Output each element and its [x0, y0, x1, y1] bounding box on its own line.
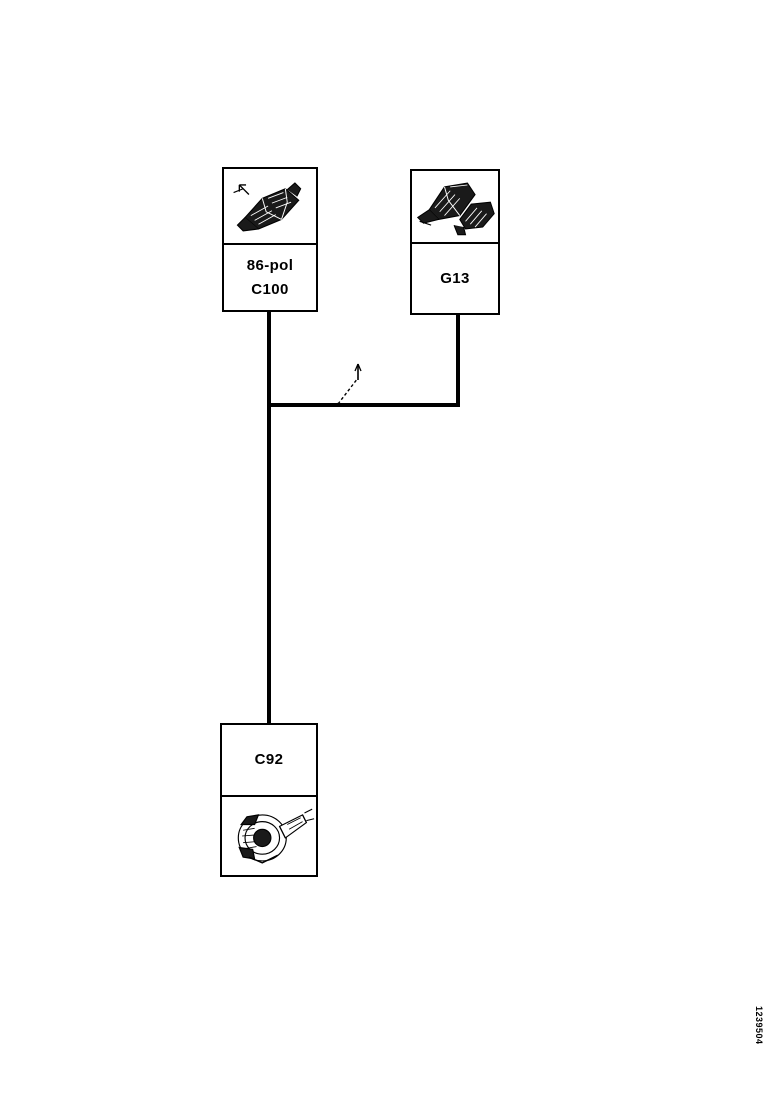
connector-node-c100[interactable]: 86-pol C100: [222, 167, 318, 312]
dual-connector-pair-icon: [416, 182, 495, 236]
leader-arrow-annotation: [336, 363, 362, 406]
wire-horizontal-bus: [267, 403, 460, 407]
node-label-cell: 86-pol C100: [224, 245, 316, 310]
connector-node-g13[interactable]: G13: [410, 169, 500, 315]
node-label-cell: C92: [222, 725, 316, 797]
wire-g13-vertical: [456, 315, 460, 405]
node-picture-cell: [412, 171, 498, 244]
round-component-icon: [237, 808, 315, 864]
wire-c100-vertical: [267, 310, 271, 405]
node-label-line: C92: [254, 751, 284, 769]
drawing-reference-number: 1239504: [754, 1006, 764, 1045]
node-label-line: G13: [440, 269, 470, 287]
node-label-cell: G13: [412, 244, 498, 313]
node-label-line: 86-pol: [246, 257, 294, 275]
node-picture-cell: [224, 169, 316, 245]
connector-plug-diagonal-icon: [233, 182, 302, 232]
wire-c92-vertical: [267, 403, 271, 723]
node-picture-cell: [222, 797, 316, 875]
connector-node-c92[interactable]: C92: [220, 723, 318, 877]
node-label-line: C100: [251, 280, 289, 298]
